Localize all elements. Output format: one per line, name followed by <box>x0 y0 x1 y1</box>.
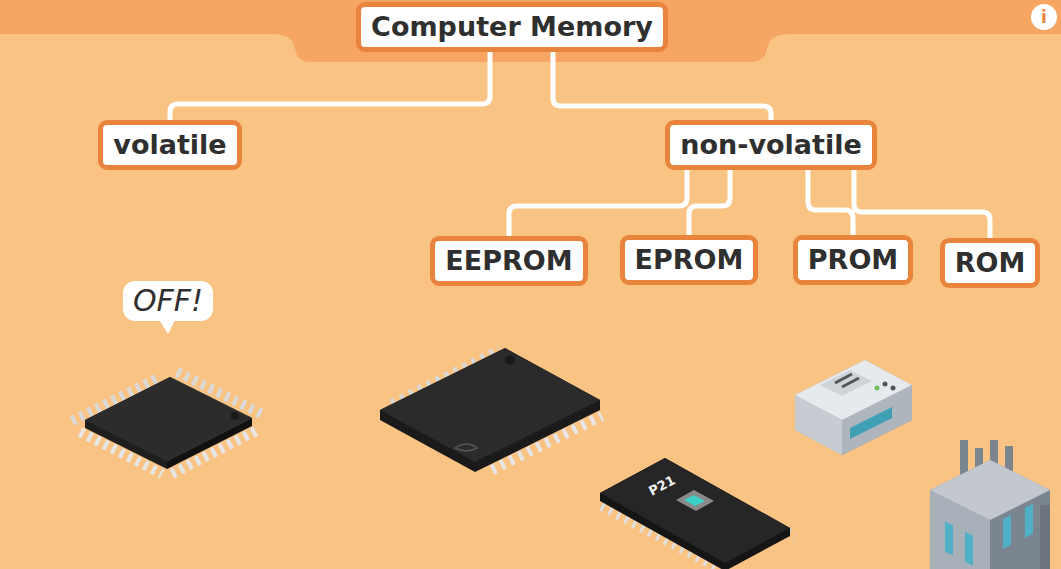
memory-type-box: EEPROM <box>430 236 587 286</box>
box-label: volatile <box>113 129 226 160</box>
top-band <box>0 0 1061 62</box>
speech-bubble: OFF! <box>123 281 213 321</box>
category-box: non-volatile <box>665 120 877 170</box>
eeprom-chip <box>380 348 602 472</box>
qfp-chip <box>72 372 262 474</box>
box-label: OFF! <box>133 283 203 318</box>
box-label: PROM <box>808 244 898 275</box>
memory-type-box: PROM <box>793 235 913 285</box>
memory-type-box: EPROM <box>620 235 759 285</box>
box-label: EPROM <box>635 244 744 275</box>
memory-type-box: ROM <box>940 238 1041 288</box>
tree-connector <box>808 170 853 235</box>
box-label: Computer Memory <box>371 11 653 42</box>
box-label: ROM <box>955 247 1026 278</box>
tree-connector <box>509 170 687 236</box>
rom-factory <box>930 440 1050 569</box>
box-label: i <box>1041 7 1047 27</box>
tree-connector <box>170 52 490 120</box>
tree-connector <box>854 170 990 238</box>
prom-programmer <box>795 360 912 455</box>
tree-connector <box>553 52 771 120</box>
box-label: non-volatile <box>680 129 862 160</box>
eprom-chip <box>600 458 795 569</box>
title-box: Computer Memory <box>356 2 668 52</box>
box-label: EEPROM <box>445 245 572 276</box>
tree-connector <box>689 170 730 235</box>
category-box: volatile <box>98 120 241 170</box>
info-icon: i <box>1031 4 1057 30</box>
